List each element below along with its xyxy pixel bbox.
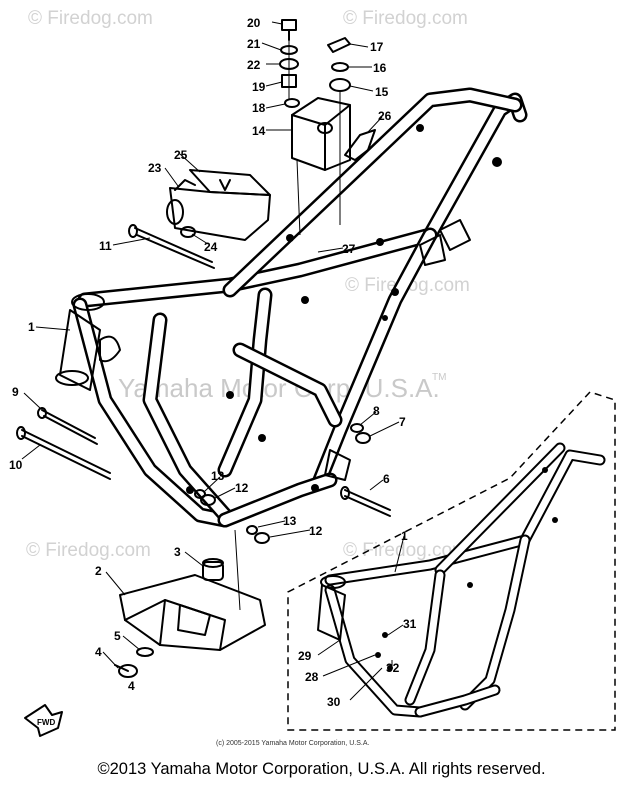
damper-3 bbox=[202, 558, 224, 581]
svg-text:FWD: FWD bbox=[37, 718, 55, 727]
callout-31: 31 bbox=[403, 617, 417, 631]
bolt-6 bbox=[340, 486, 391, 517]
callout-13-upper: 13 bbox=[211, 469, 225, 483]
bolt-11 bbox=[128, 224, 215, 269]
nut-12-upper bbox=[200, 494, 216, 506]
main-frame bbox=[55, 87, 528, 528]
callout-29: 29 bbox=[298, 649, 312, 663]
tool-box bbox=[166, 169, 271, 241]
callout-14: 14 bbox=[252, 124, 266, 138]
nut-12-lower bbox=[254, 532, 270, 544]
callout-6: 6 bbox=[383, 472, 390, 486]
watermark-tm: TM bbox=[432, 372, 446, 383]
bolt-9 bbox=[37, 407, 98, 445]
callout-18: 18 bbox=[252, 101, 266, 115]
callout-22: 22 bbox=[247, 58, 261, 72]
callout-1: 1 bbox=[28, 320, 35, 334]
callout-9: 9 bbox=[12, 385, 19, 399]
watermark-layer: © Firedog.com © Firedog.com © Firedog.co… bbox=[26, 8, 470, 561]
battery-box bbox=[291, 97, 351, 236]
nut-13-lower bbox=[246, 525, 258, 535]
callout-10: 10 bbox=[9, 458, 23, 472]
callout-21: 21 bbox=[247, 37, 261, 51]
callout-12-lower: 12 bbox=[309, 524, 323, 538]
callout-7: 7 bbox=[399, 415, 406, 429]
nut-13-upper bbox=[194, 489, 206, 499]
callout-32: 32 bbox=[386, 661, 400, 675]
watermark-top-left: © Firedog.com bbox=[28, 8, 153, 29]
callout-3: 3 bbox=[174, 545, 181, 559]
callout-2: 2 bbox=[95, 564, 102, 578]
callout-13-lower: 13 bbox=[283, 514, 297, 528]
callout-12-upper: 12 bbox=[235, 481, 249, 495]
callout-27: 27 bbox=[342, 242, 356, 256]
callout-19: 19 bbox=[252, 80, 266, 94]
watermark-bottom-right: © Firedog.com bbox=[343, 540, 468, 561]
callout-23: 23 bbox=[148, 161, 162, 175]
copyright-notice: ©2013 Yamaha Motor Corporation, U.S.A. A… bbox=[97, 760, 546, 778]
watermark-top-right: © Firedog.com bbox=[343, 8, 468, 29]
strap-26 bbox=[344, 129, 376, 161]
callout-28: 28 bbox=[305, 670, 319, 684]
bolt-4 bbox=[114, 664, 138, 678]
callout-24: 24 bbox=[204, 240, 218, 254]
callout-26: 26 bbox=[378, 109, 392, 123]
callout-25: 25 bbox=[174, 148, 188, 162]
callout-15: 15 bbox=[375, 85, 389, 99]
skid-plate-2 bbox=[119, 529, 266, 651]
inset-frame bbox=[317, 442, 606, 718]
top-bolt-stack bbox=[279, 19, 300, 108]
leader-lines bbox=[21, 21, 405, 701]
callout-4-lower: 4 bbox=[128, 679, 135, 693]
callout-30: 30 bbox=[327, 695, 341, 709]
nut-8 bbox=[350, 423, 364, 433]
callout-labels: 20 21 22 19 18 14 17 16 15 26 25 23 11 2… bbox=[9, 16, 417, 709]
callout-4-upper: 4 bbox=[95, 645, 102, 659]
callout-11: 11 bbox=[99, 239, 112, 253]
front-arrow: FWD bbox=[24, 704, 63, 737]
callout-17: 17 bbox=[370, 40, 384, 54]
washer-5 bbox=[136, 647, 154, 657]
callout-8: 8 bbox=[373, 404, 380, 418]
callout-20: 20 bbox=[247, 16, 261, 30]
watermark-bottom-left: © Firedog.com bbox=[26, 540, 151, 561]
callout-1-inset: 1 bbox=[401, 529, 408, 543]
nut-7 bbox=[355, 432, 371, 444]
inset-dashed-box bbox=[287, 391, 616, 731]
bolt-10 bbox=[16, 426, 111, 480]
fine-print: (c) 2005-2015 Yamaha Motor Corporation, … bbox=[216, 740, 369, 747]
callout-16: 16 bbox=[373, 61, 387, 75]
watermark-brand: Yamaha Motor Corp, U.S.A. bbox=[118, 373, 440, 403]
callout-5: 5 bbox=[114, 629, 121, 643]
